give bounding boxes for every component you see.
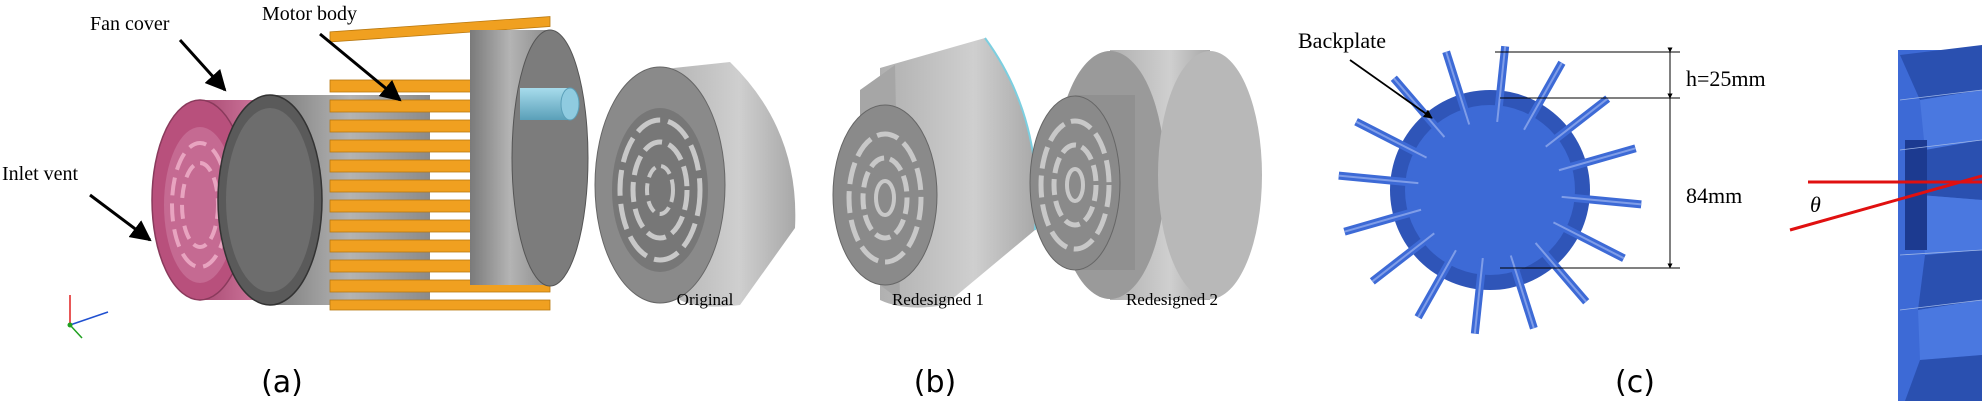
motor-body-shape [217,16,589,311]
panel-b: Original Redesigned 1 Redesigned 2 (b) [594,37,1262,400]
shape-redesigned-1 [832,37,1038,308]
backplate-shape [1390,90,1590,290]
label-blade-height: h=25mm [1686,66,1766,91]
label-redesigned-1: Redesigned 1 [892,290,984,309]
arrow-backplate [1349,59,1433,119]
label-motor-body: Motor body [262,3,357,25]
label-inlet-vent: Inlet vent [2,163,79,185]
fan-side-view [1898,45,1982,401]
blade-highlight [1371,232,1435,283]
blade-highlight [1393,77,1446,138]
blade-highlight [1558,147,1636,172]
arrow-fan-cover [178,38,227,92]
blade-highlight [1561,195,1642,206]
arrow-motor-body [319,32,402,102]
label-backplate: Backplate [1298,28,1386,53]
label-original: Original [677,290,734,309]
blade-highlight [1344,208,1422,233]
caption-b: (b) [914,365,956,400]
blade-highlight [1445,51,1471,125]
radial-blades [1338,45,1642,335]
blade-highlight [1338,174,1419,185]
blade-highlight [1417,249,1457,318]
panel-c: Backplate h=25mm 84mm [1298,28,1982,401]
caption-c: (c) [1615,365,1655,400]
blade-highlight [1552,221,1625,260]
blade-highlight [1496,46,1507,123]
panel-a: Fan cover Motor body Inlet vent (a) [2,3,589,400]
label-fan-cover: Fan cover [90,13,170,35]
label-diameter: 84mm [1686,183,1742,208]
blade-highlight [1523,62,1563,131]
arrow-inlet-vent [89,193,152,242]
caption-a: (a) [261,365,303,400]
angle-lines [1789,174,1982,232]
label-angle: θ [1810,192,1821,217]
blade-highlight [1534,242,1587,303]
shape-original [594,62,796,307]
blade-highlight [1545,97,1609,148]
dimension-lines [1495,47,1680,269]
blade-highlight [1355,120,1428,159]
label-redesigned-2: Redesigned 2 [1126,290,1218,309]
shape-redesigned-2 [1029,50,1262,300]
axis-triad [67,295,109,339]
blade-highlight [1473,257,1484,334]
